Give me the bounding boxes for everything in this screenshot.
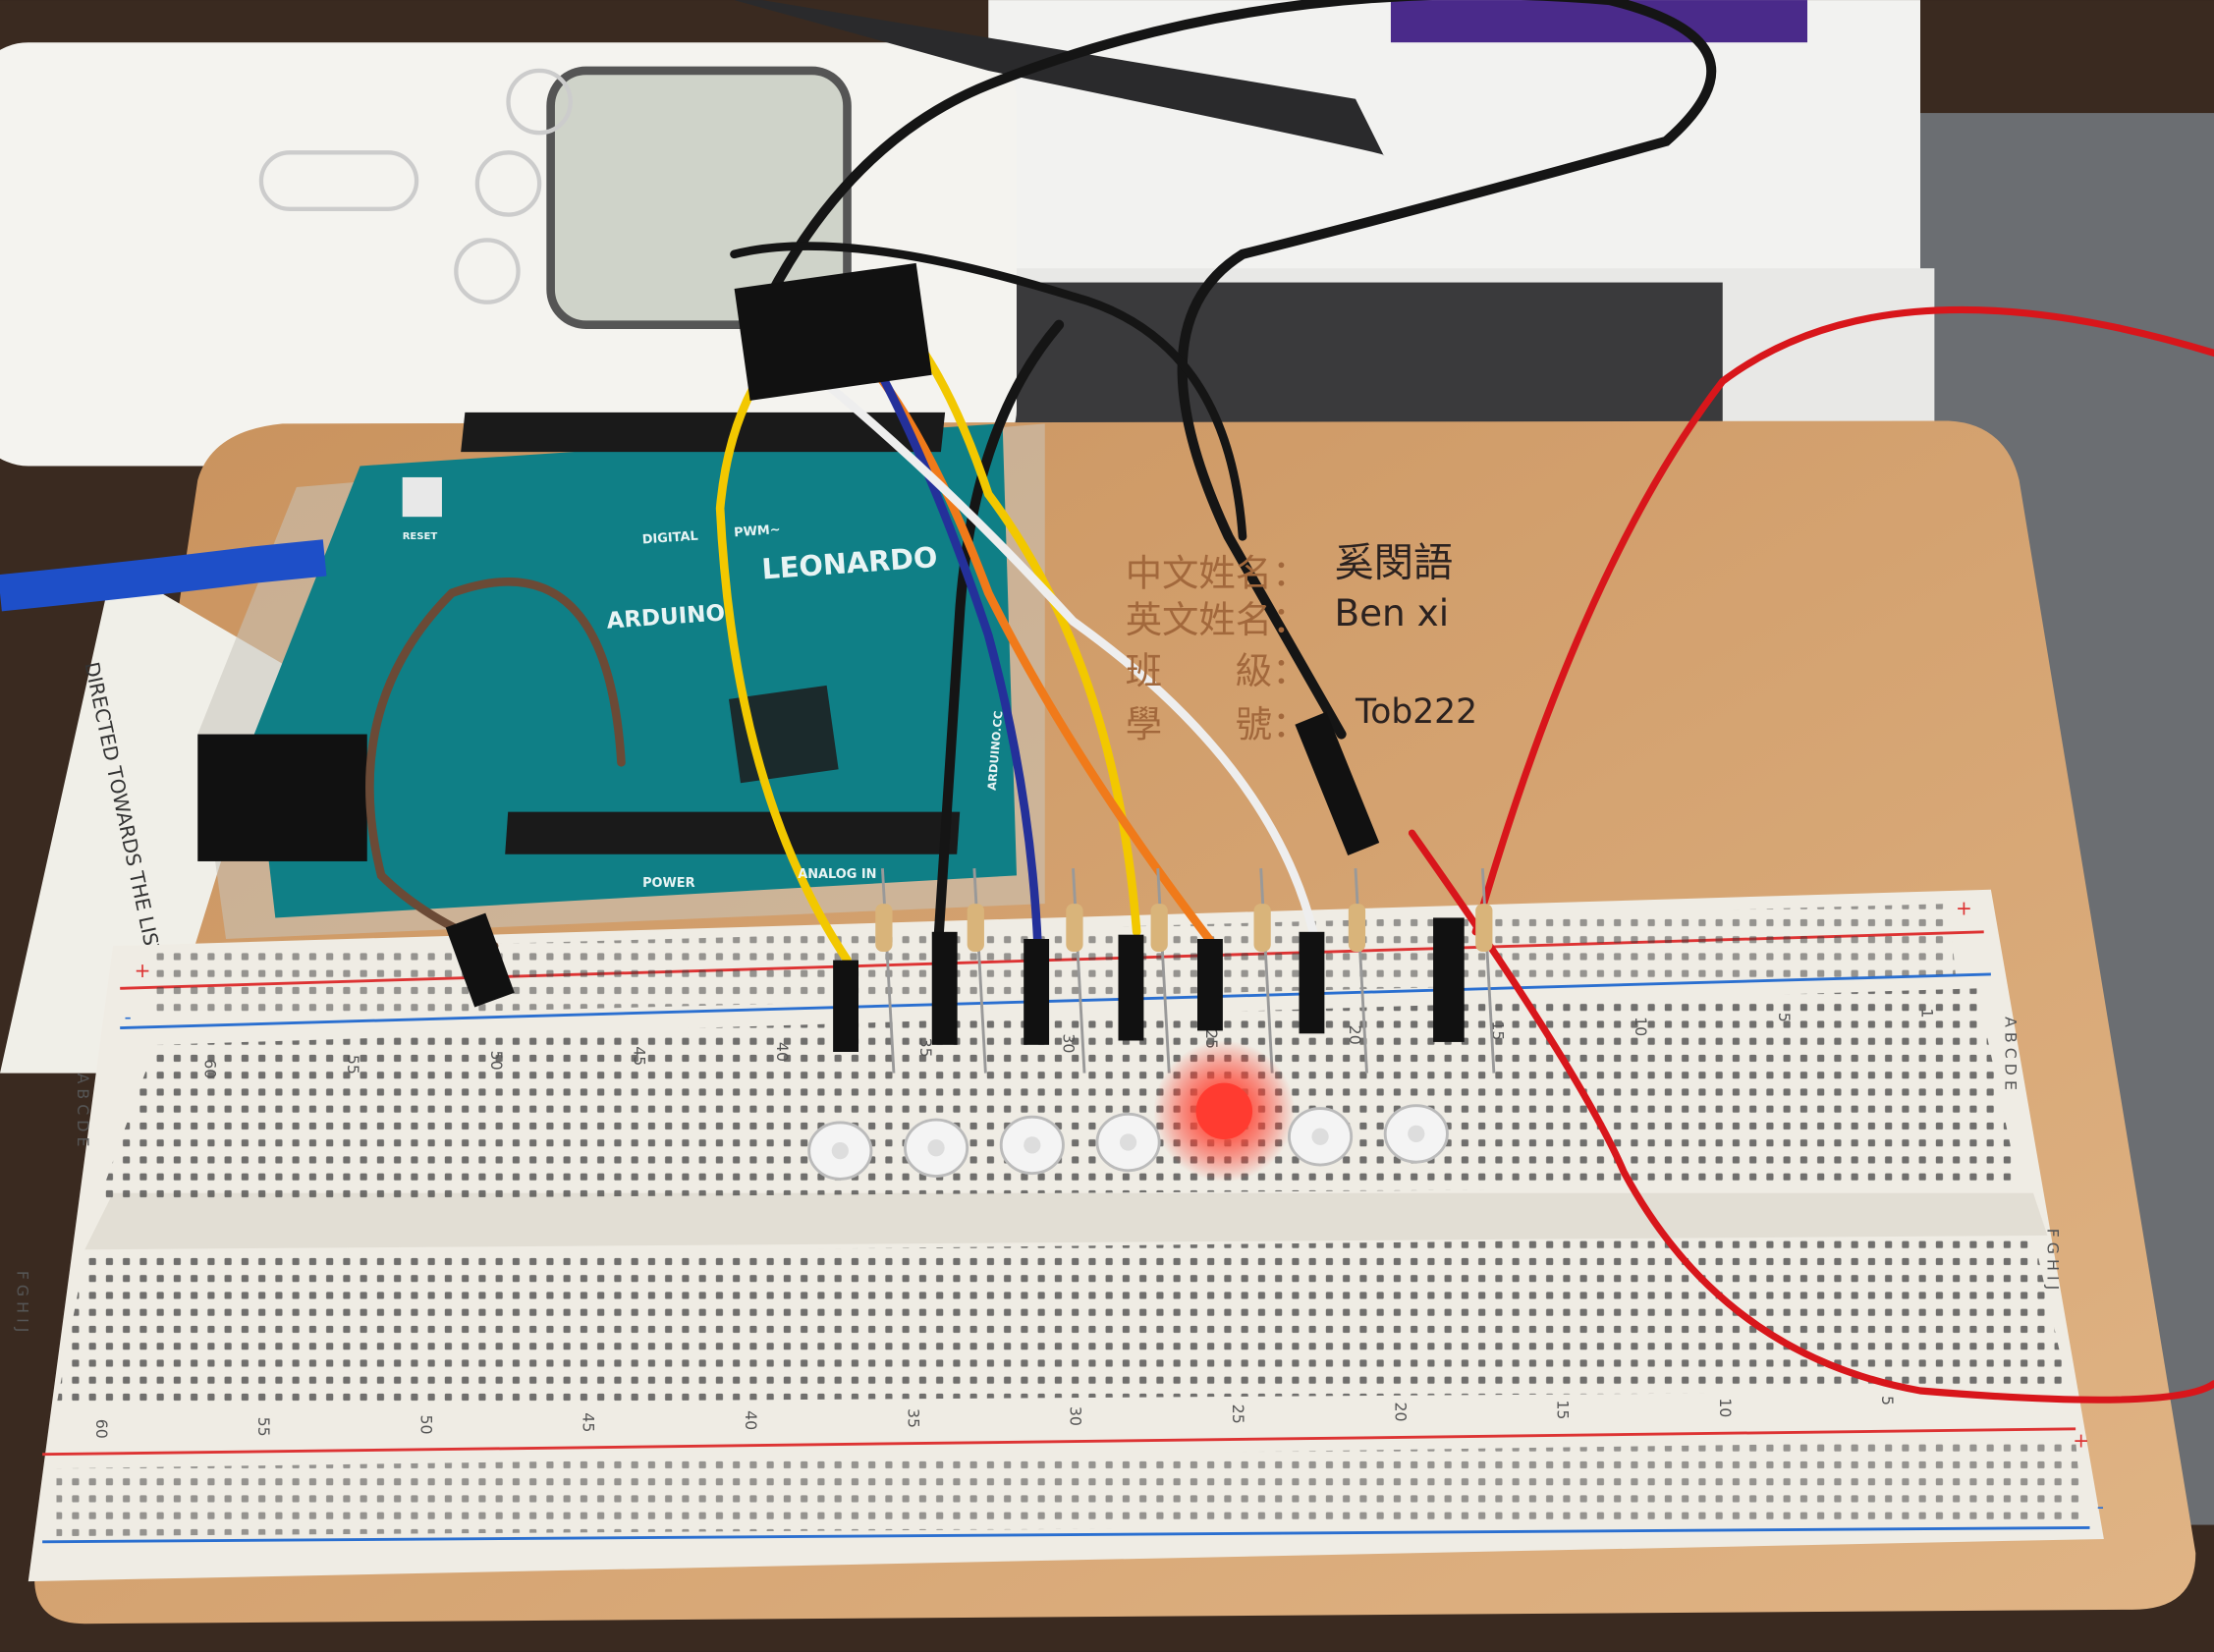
led-die — [1408, 1125, 1425, 1142]
white-box — [988, 0, 1920, 283]
led-die — [1024, 1136, 1041, 1154]
pwm-label: PWM~ — [734, 523, 781, 540]
column-number: 60 — [92, 1419, 111, 1439]
column-number: 45 — [580, 1412, 598, 1432]
resistor-lead — [1259, 868, 1274, 1074]
resistors — [875, 868, 1496, 1074]
name-cn-label: 中文姓名： — [1126, 552, 1309, 595]
name-en-value: Ben xi — [1334, 591, 1449, 634]
column-number: 20 — [1346, 1025, 1364, 1045]
column-number: 50 — [487, 1051, 506, 1071]
column-number: 25 — [1229, 1404, 1247, 1424]
jumper-wires — [365, 0, 2214, 1404]
label-card: 中文姓名： 奚閔語 英文姓名： Ben xi 班 級： 學 號： Tob222 — [1126, 541, 1477, 746]
column-number: 55 — [344, 1055, 362, 1074]
row-letters-bottom: F G H I J — [13, 1271, 31, 1333]
led-die — [1119, 1133, 1137, 1151]
column-number: 35 — [916, 1038, 935, 1058]
wire-brown — [365, 578, 626, 951]
student-id-label: 學 號： — [1126, 702, 1309, 745]
column-number: 60 — [200, 1059, 219, 1078]
rail-plus-top: + — [135, 959, 151, 982]
resistor-lead — [1156, 868, 1171, 1074]
column-number: 10 — [1632, 1017, 1650, 1036]
resistor-lead — [1354, 868, 1368, 1074]
resistor-lead — [1480, 868, 1496, 1074]
column-number: 5 — [1775, 1013, 1794, 1022]
resistor-lead — [972, 868, 987, 1074]
class-label: 班 級： — [1126, 649, 1309, 692]
wire-red — [1408, 305, 2214, 1404]
resistor — [967, 904, 984, 952]
resistor — [1348, 904, 1366, 952]
row-letters-top: A B C D E — [74, 1074, 92, 1147]
resistor — [1066, 904, 1083, 952]
row-letters-bottom-right: F G H I J — [2043, 1229, 2062, 1291]
row-letters-top-right: A B C D E — [2001, 1017, 2020, 1090]
column-number: 30 — [1067, 1406, 1085, 1426]
wire-black-gnd — [730, 242, 1247, 541]
wire-black-long — [757, 0, 1717, 740]
resistor — [1475, 904, 1493, 952]
name-en-label: 英文姓名： — [1126, 598, 1309, 641]
column-number: 40 — [742, 1410, 760, 1430]
led-die — [831, 1142, 849, 1160]
name-cn-value: 奚閔語 — [1334, 541, 1453, 586]
rail-minus-top: - — [125, 1005, 132, 1028]
power-label: POWER — [642, 876, 695, 891]
resistor — [1253, 904, 1271, 952]
leds — [807, 1040, 1449, 1183]
arduino-leonardo — [197, 412, 1045, 939]
wire-white — [765, 334, 1318, 937]
column-number: 55 — [254, 1417, 273, 1437]
resistor — [875, 904, 893, 952]
resistor-lead — [1072, 868, 1086, 1074]
column-number: 15 — [1554, 1400, 1573, 1419]
rail-plus-right: + — [1956, 897, 1972, 920]
led-die — [927, 1139, 945, 1157]
column-number: 1 — [1917, 1008, 1936, 1018]
student-id-value: Tob222 — [1355, 692, 1477, 732]
rail-plus-bottom: + — [2073, 1429, 2089, 1453]
reset-label: RESET — [403, 531, 438, 542]
resistor-lead — [881, 868, 896, 1074]
column-number: 45 — [630, 1046, 648, 1066]
digital-header-label: DIGITAL — [641, 529, 698, 548]
column-number: 10 — [1716, 1398, 1735, 1417]
power-jack — [197, 734, 367, 861]
column-number: 20 — [1391, 1403, 1410, 1422]
wire-black-left — [933, 319, 1065, 937]
analog-label: ANALOG IN — [798, 867, 876, 882]
column-number: 35 — [904, 1408, 922, 1428]
wire-blue — [836, 299, 1042, 951]
column-number: 5 — [1878, 1396, 1897, 1405]
breadboard: + - + + - A B C D E A B C D E F G H I J … — [13, 889, 2104, 1582]
resistor — [1150, 904, 1168, 952]
rail-minus-bottom: - — [2097, 1495, 2104, 1518]
column-number: 30 — [1059, 1033, 1078, 1053]
column-number: 40 — [773, 1042, 792, 1062]
led-die — [1311, 1128, 1329, 1145]
led-lit — [1195, 1082, 1253, 1140]
column-number: 50 — [416, 1414, 435, 1434]
usb-cable — [0, 539, 327, 612]
